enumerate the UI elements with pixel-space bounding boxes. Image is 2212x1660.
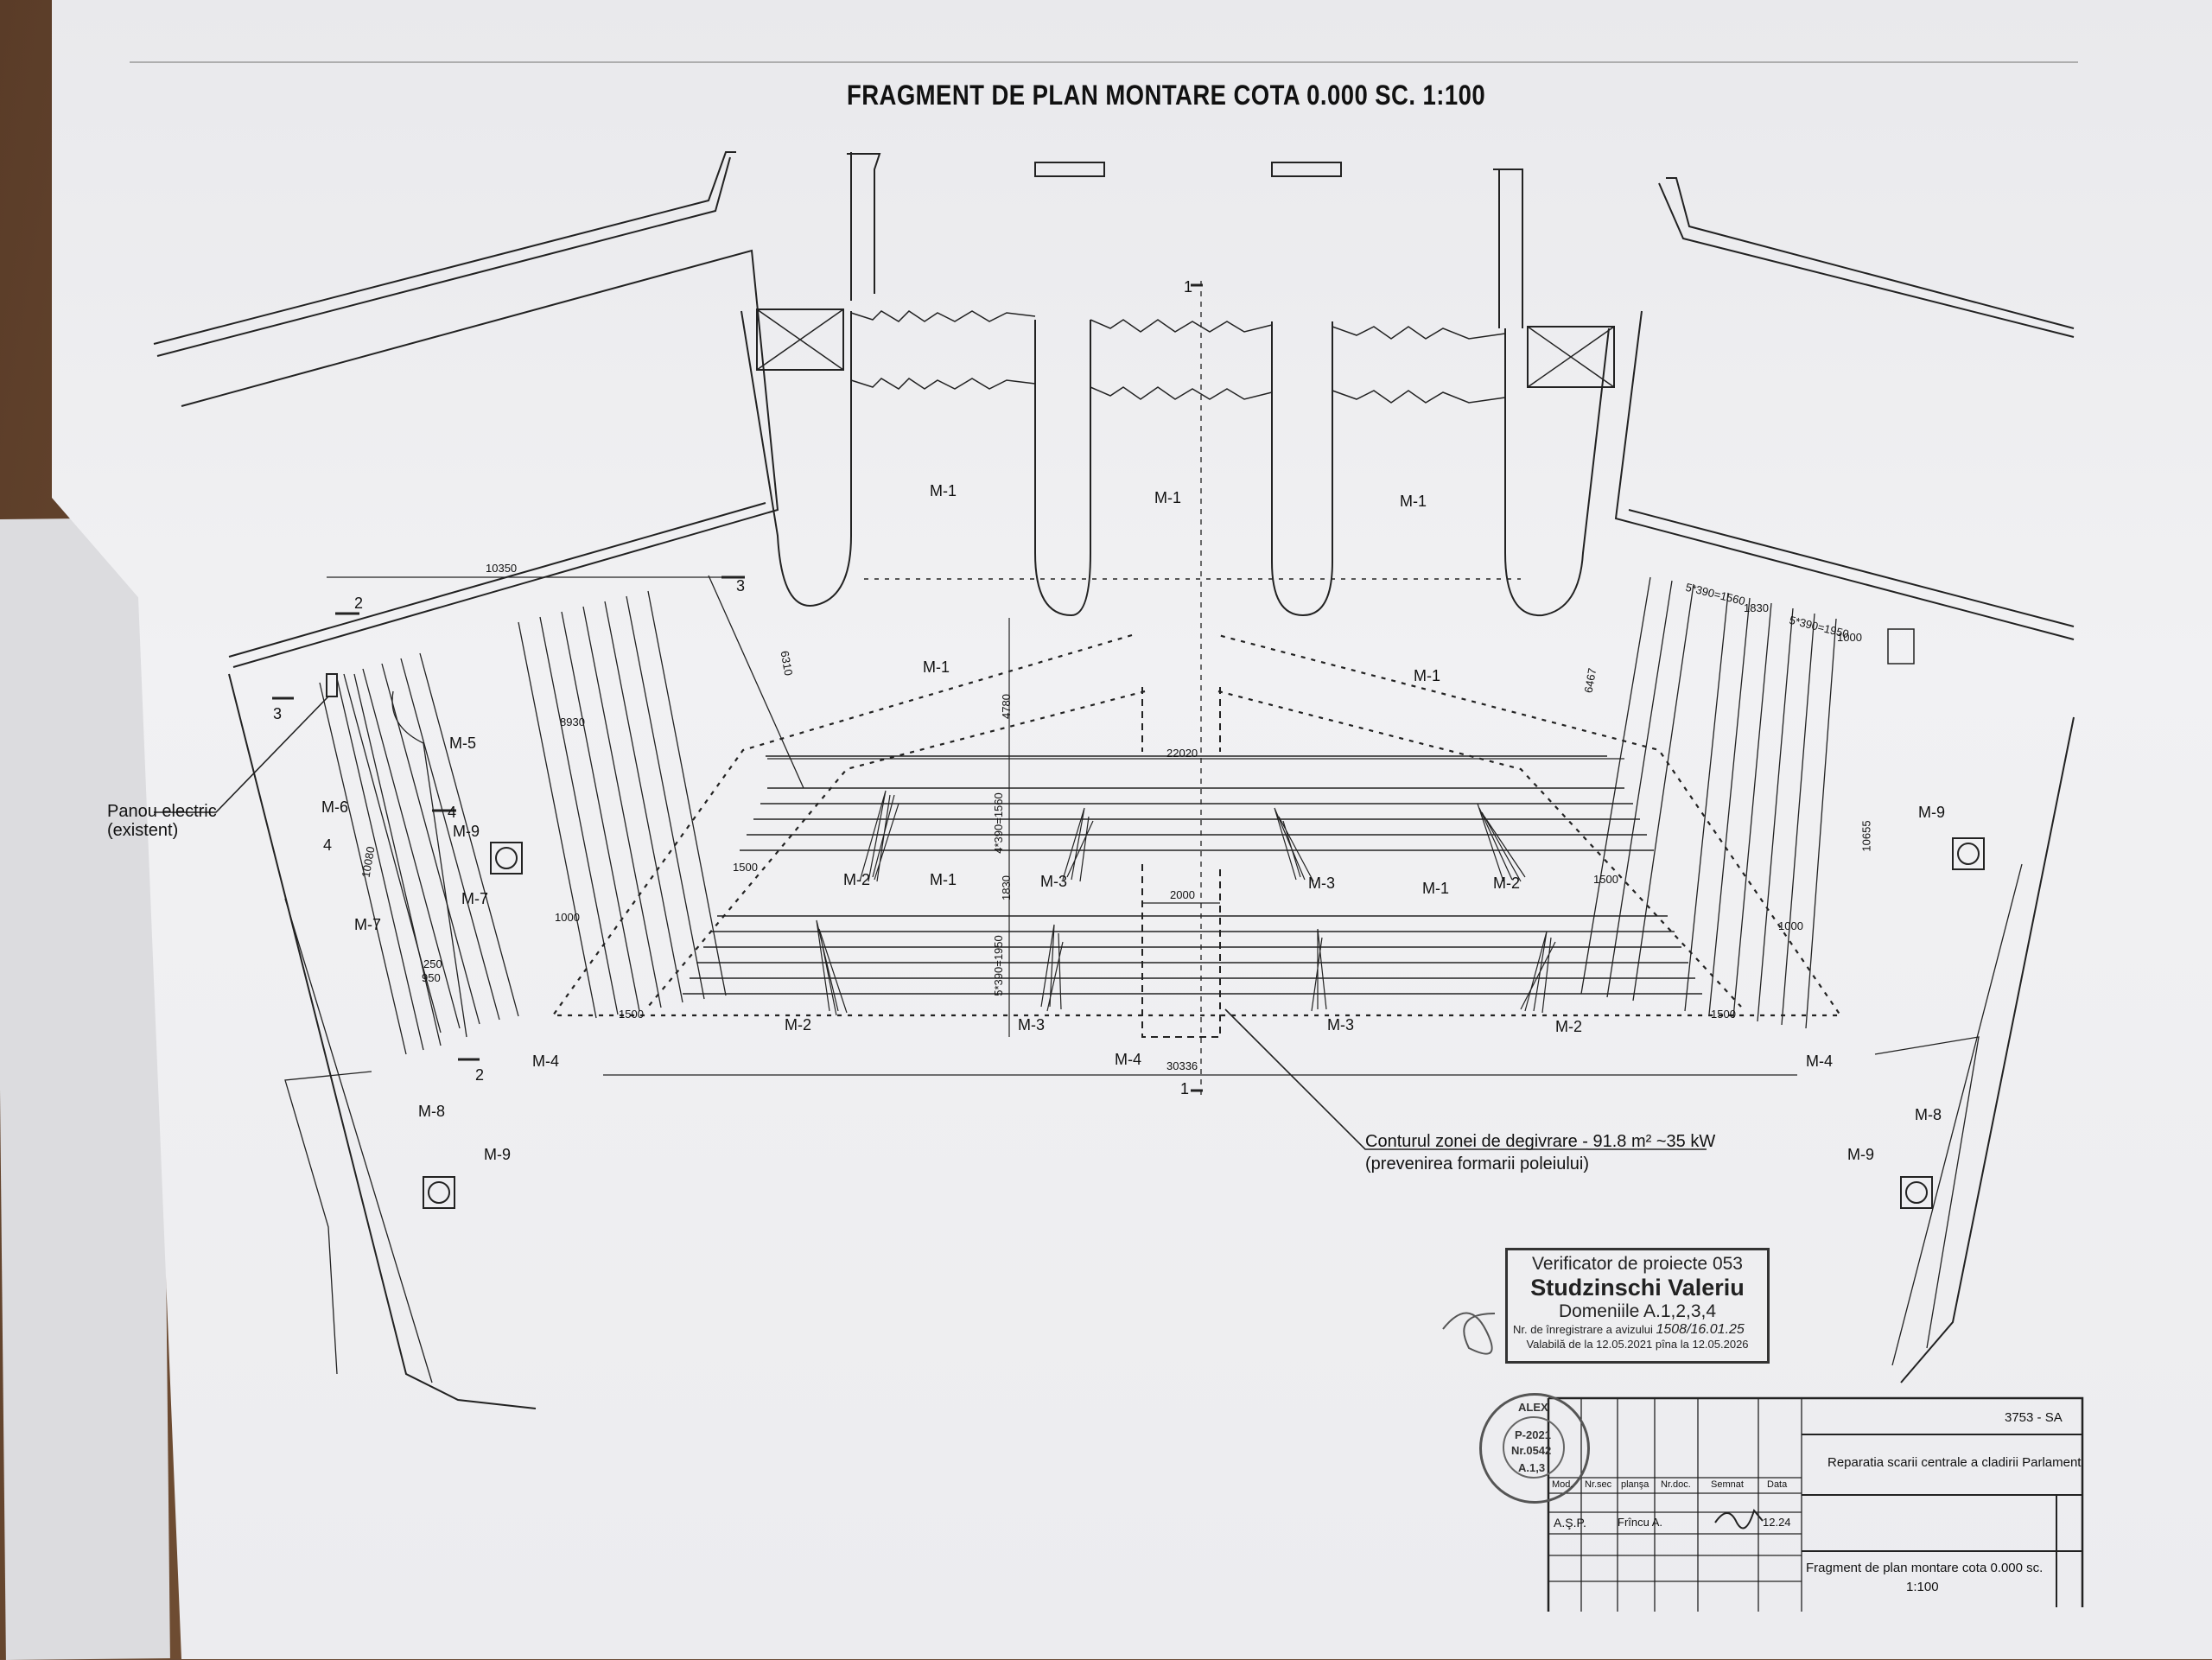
- mark-m3: M-3: [1327, 1016, 1354, 1034]
- panel-sublabel: (existent): [107, 821, 179, 840]
- mark-m2: M-2: [1555, 1018, 1582, 1035]
- dimension: 4*390=1560: [991, 792, 1005, 854]
- verifier-title: Verificator de proiecte 053: [1532, 1254, 1743, 1274]
- dimension: 1830: [1744, 601, 1769, 614]
- section-2: 2: [354, 595, 364, 612]
- mark-m1: M-1: [1400, 493, 1427, 510]
- engineer-seal: ALEX P-2021 Nr.0542 A.1,3: [1479, 1393, 1590, 1504]
- dimension: 22020: [1166, 747, 1198, 760]
- dimension: 250: [423, 957, 442, 970]
- dimension: 8930: [560, 716, 585, 728]
- mark-m9: M-9: [453, 823, 480, 840]
- dimension: 1830: [999, 875, 1013, 900]
- sheet-title: Fragment de plan montare cota 0.000 sc.: [1806, 1561, 2044, 1575]
- dimension: 1000: [1837, 631, 1862, 644]
- tb-date: 12.24: [1763, 1516, 1791, 1529]
- mark-m1: M-1: [930, 871, 957, 888]
- mark-m1: M-1: [930, 482, 957, 499]
- section-3: 3: [736, 577, 746, 595]
- mark-m9: M-9: [1918, 804, 1945, 821]
- section-1: 1: [1184, 278, 1193, 296]
- mark-m9: M-9: [484, 1146, 511, 1163]
- section-3: 3: [273, 705, 283, 722]
- tb-header-plansa: planşa: [1621, 1479, 1649, 1490]
- drawing-code: 3753 - SA: [2005, 1410, 2063, 1425]
- mark-m9: M-9: [1847, 1146, 1874, 1163]
- mark-m8: M-8: [1915, 1106, 1942, 1123]
- deicing-subnote: (prevenirea formarii poleiului): [1365, 1154, 1589, 1173]
- mark-m6: M-6: [321, 798, 348, 816]
- verifier-domains: Domeniile A.1,2,3,4: [1558, 1301, 1717, 1321]
- mark-m5: M-5: [449, 735, 476, 752]
- tb-header-data: Data: [1767, 1479, 1788, 1490]
- tb-header-mod: Mod.: [1552, 1479, 1573, 1490]
- verifier-reg-label: Nr. de înregistrare a avizului: [1513, 1323, 1653, 1336]
- dimension: 4780: [999, 694, 1013, 719]
- deicing-note: Conturul zonei de degivrare - 91.8 m² ~3…: [1365, 1132, 1716, 1151]
- section-1: 1: [1180, 1080, 1190, 1097]
- mark-m1: M-1: [1154, 489, 1181, 506]
- dimension: 30336: [1166, 1059, 1198, 1072]
- dimension: 1500: [1593, 873, 1618, 886]
- panel-label: Panou electric: [107, 802, 217, 821]
- tb-header-semnat: Semnat: [1711, 1479, 1744, 1490]
- page-title: FRAGMENT DE PLAN MONTARE COTA 0.000 SC. …: [847, 80, 1486, 111]
- seal-code: A.1,3: [1518, 1461, 1546, 1474]
- mark-m8: M-8: [418, 1103, 445, 1120]
- tb-header-nrsec: Nr.sec: [1585, 1479, 1612, 1490]
- mark-m3: M-3: [1018, 1016, 1045, 1034]
- section-2: 2: [475, 1066, 485, 1084]
- tb-header-nrdoc: Nr.doc.: [1661, 1479, 1691, 1490]
- dimension: 1500: [619, 1008, 644, 1021]
- mark-m2: M-2: [843, 871, 870, 888]
- mark-m1: M-1: [1422, 880, 1449, 897]
- project-name: Reparatia scarii centrale a cladirii Par…: [1827, 1455, 2082, 1470]
- mark-m1: M-1: [923, 658, 950, 676]
- dimension: 1000: [555, 911, 580, 924]
- mark-m2: M-2: [1493, 875, 1520, 892]
- seal-year: P-2021: [1515, 1428, 1551, 1441]
- mark-m4: M-4: [1115, 1051, 1141, 1068]
- verifier-name: Studzinschi Valeriu: [1530, 1275, 1745, 1301]
- seal-number: Nr.0542: [1511, 1444, 1552, 1457]
- verifier-stamp: Verificator de proiecte 053 Studzinschi …: [1505, 1248, 1770, 1364]
- tb-name: Frîncu A.: [1618, 1516, 1663, 1529]
- mark-m4: M-4: [532, 1053, 559, 1070]
- mark-m7: M-7: [461, 890, 488, 907]
- dimension: 5*390=1950: [991, 935, 1005, 996]
- mark-m3: M-3: [1040, 873, 1067, 890]
- mark-m3: M-3: [1308, 875, 1335, 892]
- section-4: 4: [323, 836, 333, 854]
- tb-role: A.Ş.P.: [1554, 1516, 1586, 1530]
- dimension: 10655: [1859, 820, 1873, 852]
- dimension: 1500: [1711, 1008, 1736, 1021]
- mark-m1: M-1: [1414, 667, 1440, 684]
- sheet-scale: 1:100: [1906, 1580, 1939, 1594]
- dimension: 2000: [1170, 888, 1195, 901]
- section-4: 4: [448, 804, 457, 821]
- verifier-validity: Valabilă de la 12.05.2021 pîna la 12.05.…: [1526, 1338, 1749, 1351]
- mark-m4: M-4: [1806, 1053, 1833, 1070]
- mark-m7: M-7: [354, 916, 381, 933]
- dimension: 1000: [1778, 919, 1803, 932]
- seal-inner-ring: [1503, 1416, 1565, 1479]
- dimension: 10350: [486, 562, 518, 575]
- dimension: 1500: [733, 861, 758, 874]
- verifier-reg-number: 1508/16.01.25: [1656, 1322, 1745, 1337]
- dimension: 950: [422, 971, 441, 984]
- mark-m2: M-2: [785, 1016, 811, 1034]
- seal-top-text: ALEX: [1518, 1401, 1548, 1414]
